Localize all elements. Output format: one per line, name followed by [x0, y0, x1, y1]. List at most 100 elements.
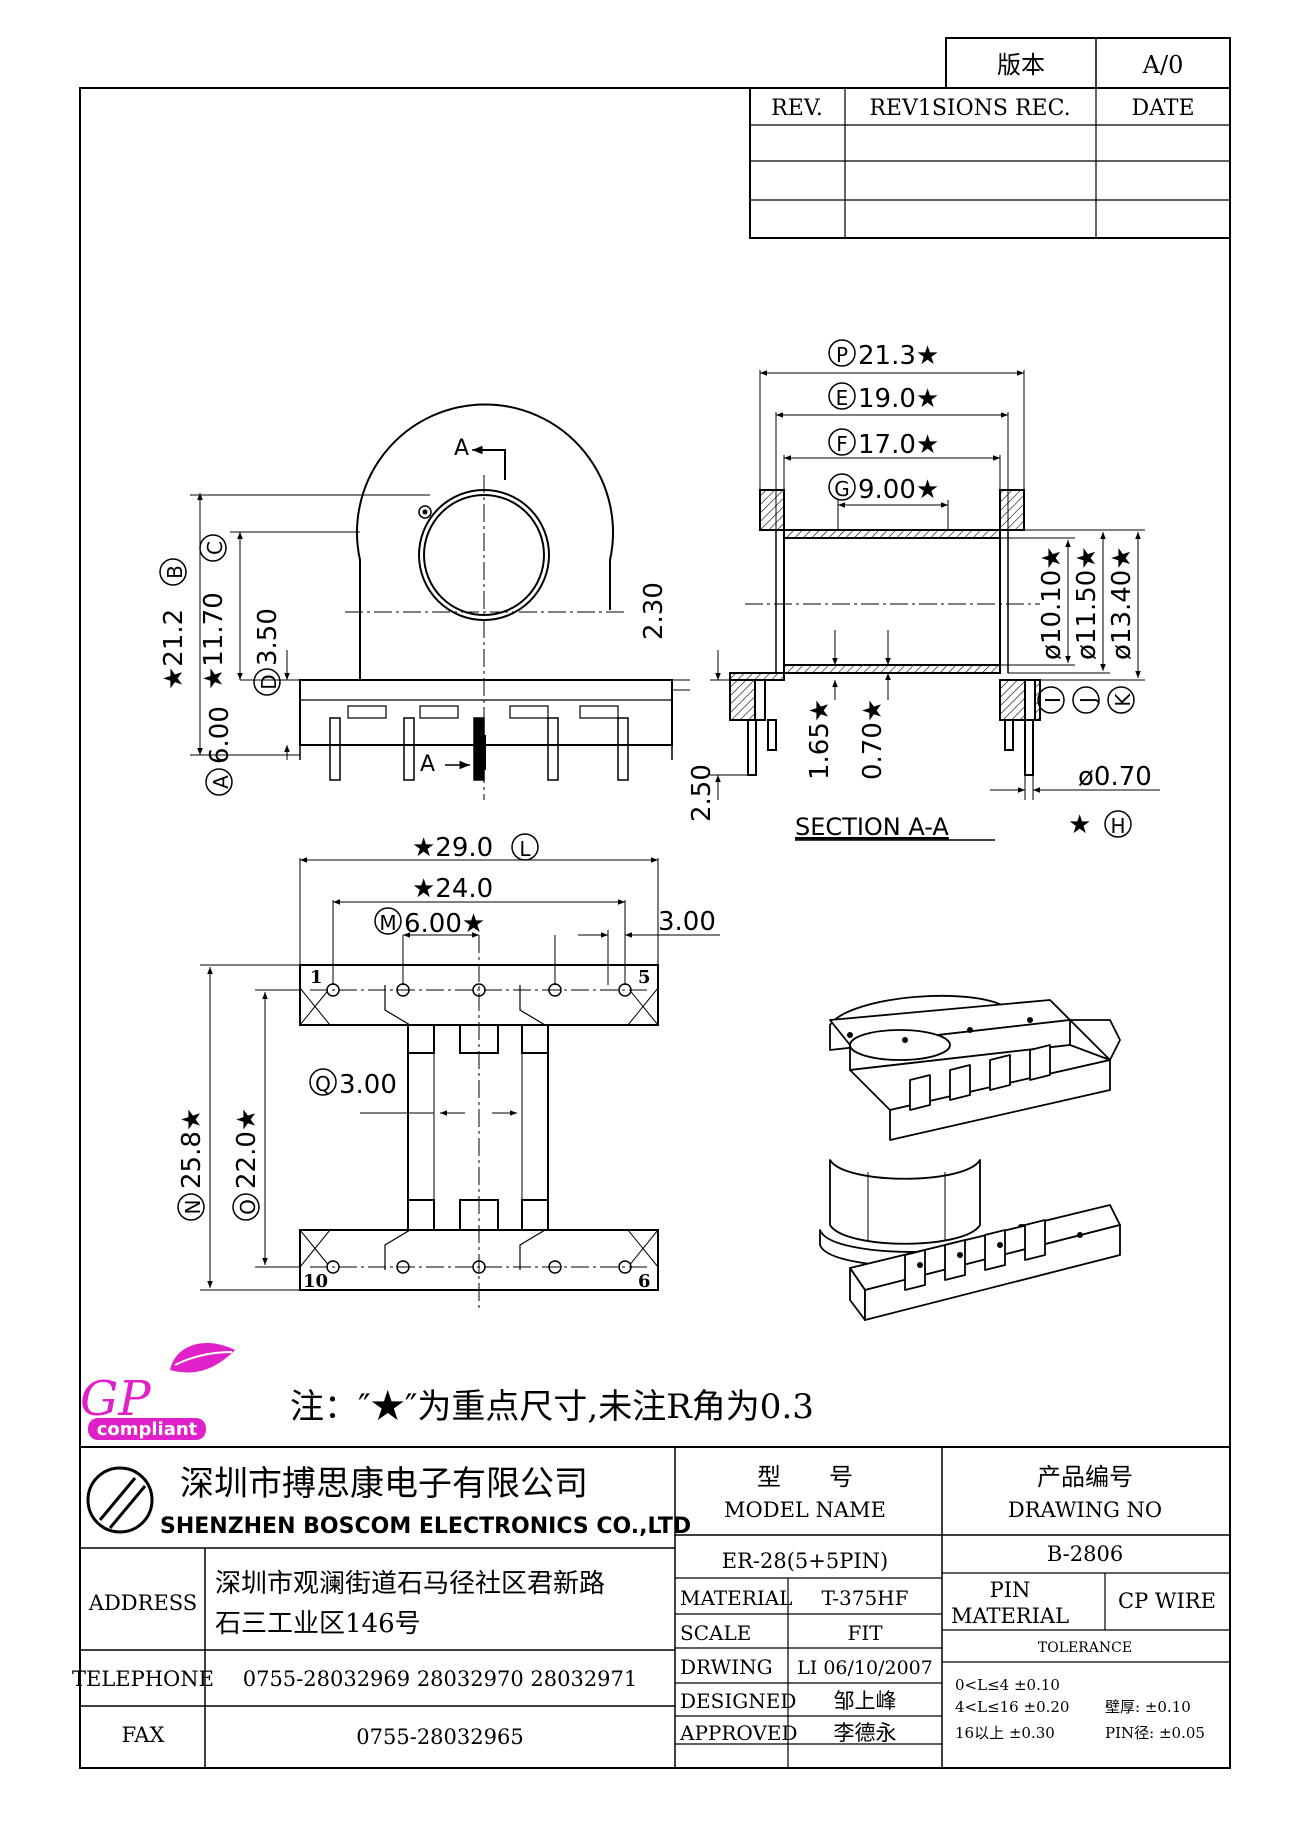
- pin-material-label-2: MATERIAL: [951, 1604, 1069, 1628]
- tolerance-label: TOLERANCE: [1038, 1640, 1132, 1656]
- drawn-label: DRWING: [680, 1655, 773, 1679]
- tolerance-wall: 壁厚: ±0.10: [1105, 1698, 1191, 1716]
- dim-k-text: ø13.40★: [1107, 546, 1137, 660]
- rev-header: REV.: [771, 96, 823, 121]
- dim-l-circle: [511, 833, 539, 861]
- revisions-header: REV1SIONS REC.: [869, 96, 1070, 121]
- pin-label-6: 6: [638, 1271, 651, 1292]
- version-box: 版本 A/0: [945, 37, 1231, 89]
- dim-q-id: Q: [315, 1072, 331, 1096]
- dim-250-text: 2.50: [687, 764, 717, 822]
- dim-c-id: C: [203, 541, 227, 555]
- dim-n-id: N: [181, 1200, 205, 1215]
- dim-e-id: E: [836, 386, 849, 410]
- gp-compliant-logo: [88, 1342, 235, 1440]
- designed-value: 邹上峰: [834, 1689, 897, 1713]
- dim-e-text: 19.0★: [858, 384, 939, 414]
- material-label: MATERIAL: [680, 1586, 792, 1610]
- material-value: T-375HF: [821, 1586, 908, 1610]
- dim-070-text: 0.70★: [858, 699, 888, 780]
- dim-q-circle: [309, 1068, 337, 1096]
- logo-compliant: compliant: [97, 1419, 198, 1440]
- dim-f-group: F 17.0★: [828, 428, 939, 460]
- telephone-label: TELEPHONE: [72, 1667, 214, 1691]
- dim-p-text: 21.3★: [858, 341, 939, 371]
- dim-i-id: I: [1041, 697, 1065, 703]
- telephone-value: 0755-28032969 28032970 28032971: [243, 1667, 638, 1691]
- dim-i-group: ø10.10★ I: [1037, 546, 1067, 714]
- pin-label-5: 5: [638, 967, 651, 988]
- dim-l-text: ★29.0: [412, 833, 493, 863]
- dim-h-id: H: [1110, 814, 1125, 838]
- fax-label: FAX: [122, 1723, 165, 1747]
- bottom-centerlines: [310, 935, 650, 1310]
- dim-j-group: ø11.50★ J: [1072, 546, 1102, 714]
- dim-a-id: A: [209, 775, 233, 789]
- company-name-en: SHENZHEN BOSCOM ELECTRONICS CO.,LTD: [160, 1514, 691, 1539]
- company-logo: [86, 1466, 154, 1534]
- drawn-value: LI 06/10/2007: [797, 1657, 933, 1679]
- dim-pin-text: ø0.70: [1078, 762, 1152, 792]
- dim-o-group: O 22.0★: [232, 1108, 262, 1221]
- dim-j-id: J: [1076, 697, 1100, 705]
- dim-k-id: K: [1111, 693, 1135, 707]
- dim-a-text: 6.00: [205, 706, 235, 764]
- dim-o-id: O: [236, 1199, 260, 1215]
- section-a-bottom-label: A: [420, 752, 435, 777]
- dim-q-text: 3.00: [339, 1070, 397, 1100]
- tolerance-row-3: 16以上 ±0.30: [955, 1724, 1055, 1742]
- drawing-number: B-2806: [1047, 1542, 1123, 1566]
- isometric-pin-dots: [847, 1017, 1083, 1268]
- revision-table: [749, 87, 1231, 239]
- tolerance-pin: PIN径: ±0.05: [1105, 1724, 1205, 1742]
- address-line2: 石三工业区146号: [215, 1609, 421, 1639]
- dim-e-group: E 19.0★: [828, 382, 939, 414]
- dim-l-id: L: [519, 837, 531, 861]
- dim-j-text: ø11.50★: [1072, 546, 1102, 660]
- dim-250-group: 2.50: [687, 764, 717, 822]
- drawing-label-en: DRAWING NO: [1008, 1498, 1162, 1522]
- dim-d-id: D: [257, 674, 281, 689]
- pin-material-value: CP WIRE: [1118, 1589, 1216, 1613]
- dim-165-group: 1.65★: [805, 699, 835, 780]
- dim-230-text: 2.30: [639, 582, 669, 640]
- dim-m-id: M: [379, 911, 396, 935]
- dim-p-group: P 21.3★: [828, 339, 939, 371]
- approved-value: 李德永: [834, 1721, 897, 1745]
- dim-i-text: ø10.10★: [1037, 546, 1067, 660]
- dim-b-id: B: [163, 565, 187, 579]
- dim-c-text: ★11.70: [199, 592, 229, 690]
- side-dimensions: [190, 493, 690, 760]
- side-view: [299, 403, 673, 781]
- dim-h-group: ★ H: [1068, 810, 1132, 840]
- dim-f-text: 17.0★: [858, 430, 939, 460]
- pin-label-10: 10: [303, 1271, 328, 1292]
- dim-b-group: ★21.2 B: [159, 558, 189, 690]
- section-view: [729, 489, 1041, 776]
- dim-230-group: 2.30: [639, 582, 669, 640]
- section-title: SECTION A-A: [795, 813, 949, 841]
- title-block-grid: [80, 1446, 1230, 1768]
- dim-n-text: 25.8★: [177, 1108, 207, 1189]
- version-value: A/0: [1142, 51, 1184, 79]
- dim-g-id: G: [834, 477, 850, 501]
- dim-n-group: N 25.8★: [177, 1108, 207, 1221]
- bottom-dimensions: [200, 857, 720, 1291]
- dim-m-circle: [374, 907, 402, 935]
- dim-a-group: A 6.00: [205, 706, 235, 796]
- dim-f-id: F: [836, 432, 848, 456]
- address-line1: 深圳市观澜街道石马径社区君新路: [215, 1569, 605, 1599]
- fax-value: 0755-28032965: [356, 1725, 523, 1749]
- dim-b-text: ★21.2: [159, 609, 189, 690]
- scale-value: FIT: [847, 1621, 883, 1645]
- model-label-cn: 型 号: [757, 1463, 853, 1491]
- dim-k-group: ø13.40★ K: [1107, 546, 1137, 714]
- section-dimensions: [710, 370, 1160, 800]
- model-label-en: MODEL NAME: [724, 1498, 886, 1522]
- dim-o-text: 22.0★: [232, 1108, 262, 1189]
- approved-label: APPROVED: [679, 1721, 798, 1745]
- dim-g-text: 9.00★: [858, 475, 939, 505]
- dim-h-star: ★: [1068, 810, 1091, 840]
- address-label: ADDRESS: [88, 1591, 197, 1615]
- tolerance-row-1: 0<L≤4 ±0.10: [955, 1676, 1060, 1694]
